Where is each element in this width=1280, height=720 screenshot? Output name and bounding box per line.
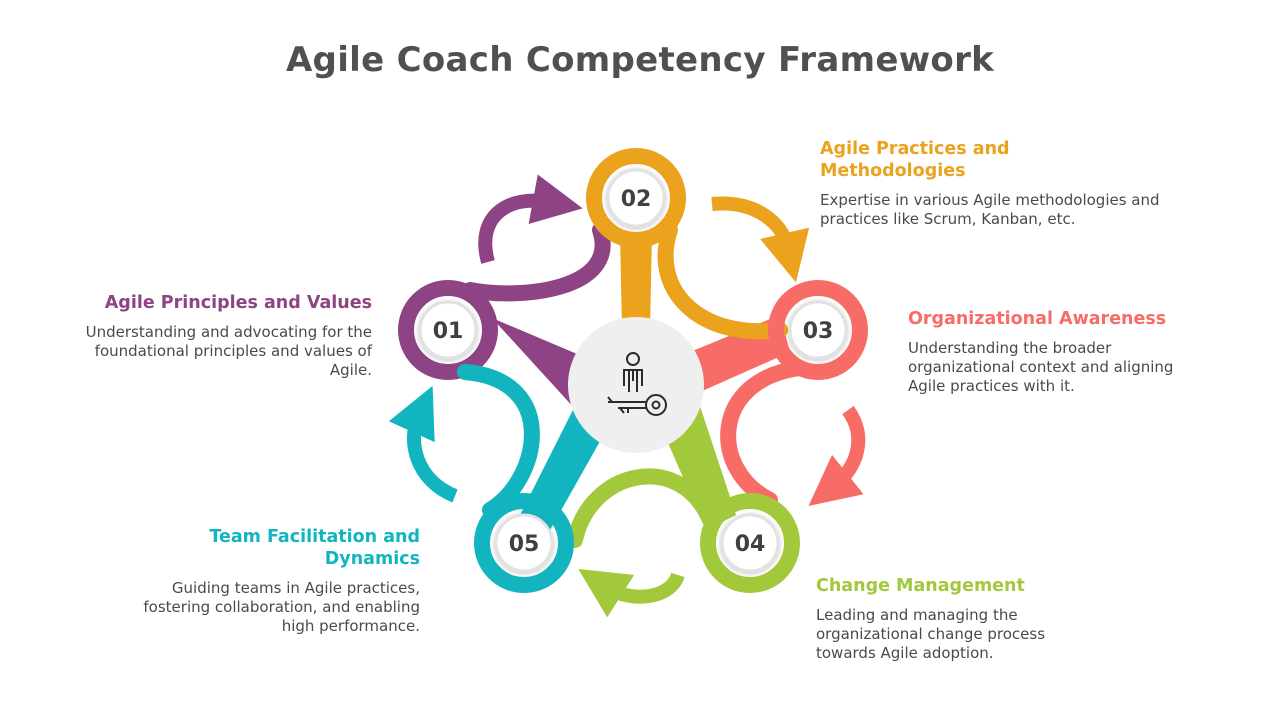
block-02: Agile Practices and Methodologies Expert… <box>820 138 1160 229</box>
block-03-desc: Understanding the broader organizational… <box>908 339 1174 395</box>
page-title: Agile Coach Competency Framework <box>285 40 995 80</box>
block-03-heading: Organizational Awareness <box>908 309 1167 329</box>
cycle-arrows <box>388 174 866 618</box>
badge-02: 02 <box>606 168 666 228</box>
block-02-desc: Expertise in various Agile methodologies… <box>820 191 1160 228</box>
block-05: Team Facilitation and Dynamics Guiding t… <box>140 526 420 636</box>
block-04-desc: Leading and managing the organizational … <box>816 606 1046 662</box>
block-01-heading: Agile Principles and Values <box>104 293 372 313</box>
arrow-01-to-02 <box>478 174 583 264</box>
badge-01: 01 <box>418 300 478 360</box>
svg-text:03: 03 <box>803 319 834 344</box>
block-02-heading: Agile Practices and Methodologies <box>820 139 1010 181</box>
block-05-heading: Team Facilitation and Dynamics <box>209 527 420 569</box>
block-04: Change Management Leading and managing t… <box>816 575 1076 663</box>
block-05-desc: Guiding teams in Agile practices, foster… <box>143 579 420 635</box>
block-01: Agile Principles and Values Understandin… <box>60 292 372 380</box>
agile-coach-key-icon <box>607 352 667 416</box>
diagram-loops <box>398 148 868 593</box>
block-01-desc: Understanding and advocating for the fou… <box>85 323 372 379</box>
block-03: Organizational Awareness Understanding t… <box>908 308 1208 396</box>
arrow-03-to-04 <box>808 405 866 507</box>
arrow-05-to-01 <box>388 385 458 503</box>
svg-text:05: 05 <box>509 532 540 557</box>
svg-text:04: 04 <box>735 532 766 557</box>
arrow-02-to-03 <box>711 196 810 283</box>
badge-03: 03 <box>788 300 848 360</box>
badge-04: 04 <box>720 513 780 573</box>
arrow-04-to-05 <box>578 569 685 618</box>
badge-05: 05 <box>494 513 554 573</box>
block-04-heading: Change Management <box>816 576 1025 596</box>
svg-text:02: 02 <box>621 187 652 212</box>
svg-text:01: 01 <box>433 319 464 344</box>
